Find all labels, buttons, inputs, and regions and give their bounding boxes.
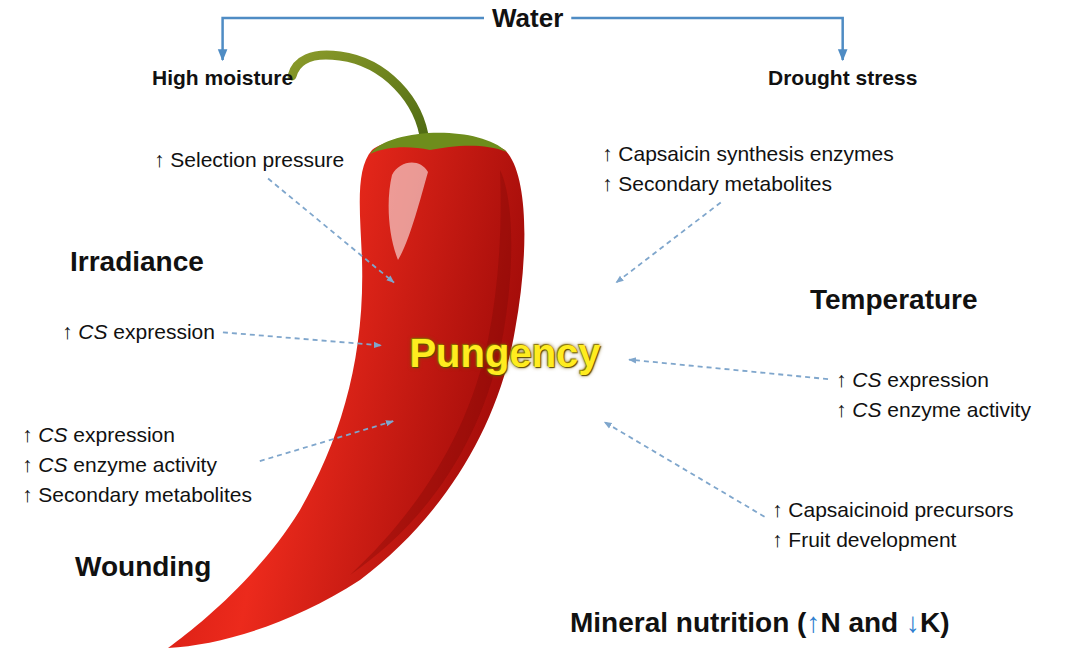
branch-heading: High moisture (152, 65, 293, 91)
influence-arrow (629, 360, 828, 379)
center-label: Pungency (409, 330, 600, 376)
influence-arrow (616, 202, 721, 282)
influence-arrow (223, 332, 381, 345)
effect-item: ↑ Fruit development (772, 525, 1014, 555)
influence-arrow (604, 422, 764, 517)
factor-group: Water (488, 2, 567, 34)
branch-heading: Drought stress (768, 65, 917, 91)
pepper-highlight (389, 163, 428, 260)
effect-item: ↑ Capsaicinoid precursors (772, 495, 1014, 525)
pepper-body (168, 136, 524, 648)
branch-arrow (571, 18, 842, 60)
effect-list: ↑ CS expression↑ CS enzyme activity↑ Sec… (18, 419, 256, 511)
effect-item: ↑ Capsaicin synthesis enzymes (602, 139, 894, 169)
factor-heading: Temperature (810, 283, 978, 317)
effect-list: Temperature↑ CS expression↑ CS enzyme ac… (832, 364, 1035, 426)
influence-arrow (268, 179, 394, 283)
pungency-center: Pungency (385, 285, 625, 420)
effect-list: ↑ Capsaicin synthesis enzymes↑ Secondary… (598, 138, 898, 200)
branch-arrow (223, 18, 484, 60)
influence-arrow (260, 421, 393, 461)
pepper-calyx (370, 133, 507, 154)
effect-list: ↑ Selection pressure (150, 144, 348, 176)
factor-branch: Drought stress (764, 64, 921, 92)
effect-item: ↑ Secondary metabolites (22, 480, 252, 510)
effect-item: ↑ CS expression (62, 317, 215, 347)
effect-list: ↑ Capsaicinoid precursors↑ Fruit develop… (768, 494, 1018, 556)
effect-item: ↑ CS expression (22, 420, 252, 450)
effect-item: ↑ CS expression (836, 365, 1031, 395)
effect-item: ↑ Selection pressure (154, 145, 344, 175)
group-heading: Water (492, 3, 563, 33)
effect-item: ↑ CS enzyme activity (836, 395, 1031, 425)
effect-list: Irradiance↑ CS expression (58, 316, 219, 348)
factor-heading: Wounding (75, 550, 211, 584)
factor-heading: Mineral nutrition (↑N and ↓K) (570, 606, 950, 640)
pepper-stem (292, 55, 425, 142)
effect-item: ↑ CS enzyme activity (22, 450, 252, 480)
factor-branch: High moisture (148, 64, 297, 92)
factor-heading: Irradiance (70, 245, 204, 279)
effect-item: ↑ Secondary metabolites (602, 169, 894, 199)
